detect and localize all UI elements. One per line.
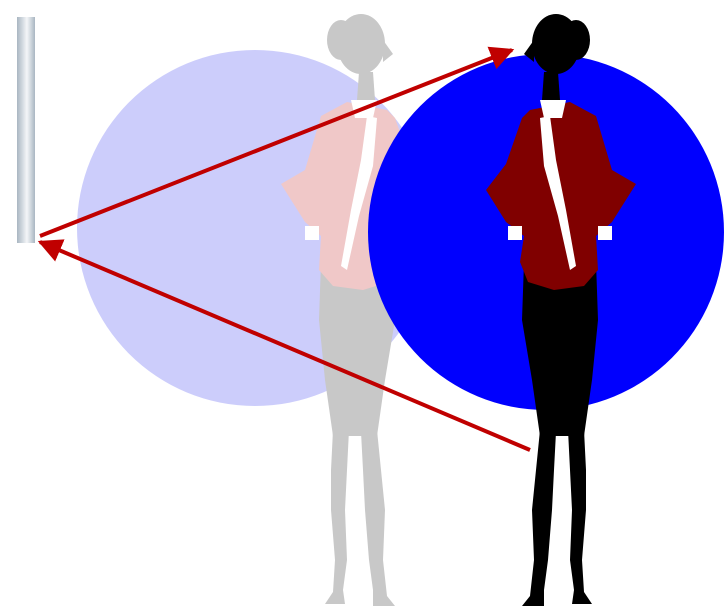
- mirror: [17, 17, 35, 243]
